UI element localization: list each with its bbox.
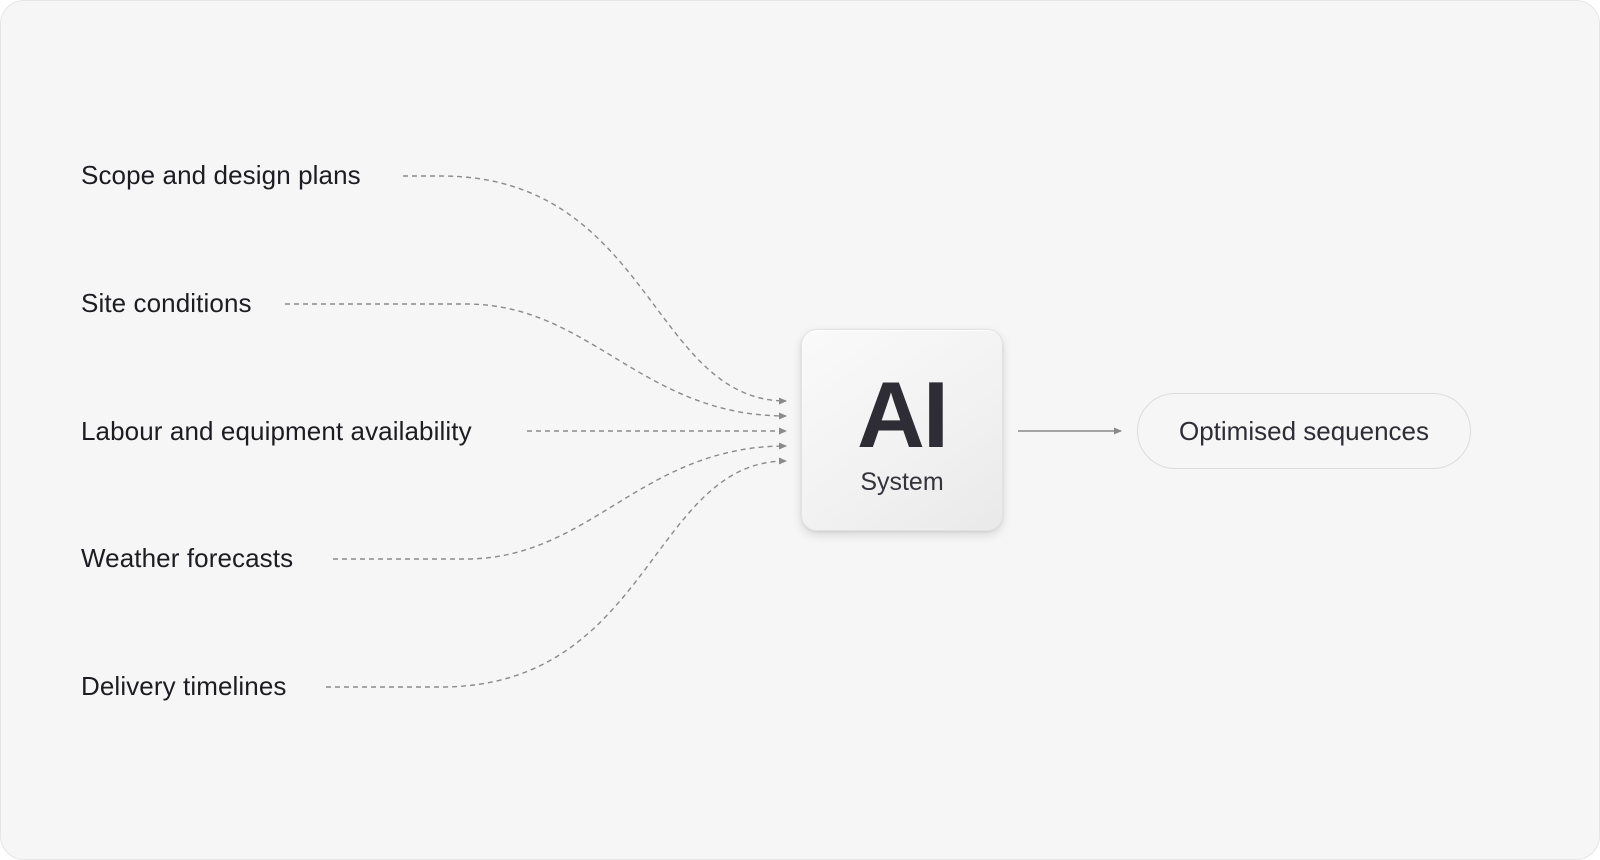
output-pill: Optimised sequences — [1137, 393, 1471, 469]
input-weather-forecasts: Weather forecasts — [81, 543, 294, 573]
connector-weather — [333, 442, 787, 560]
input-labour-equipment: Labour and equipment availability — [81, 416, 472, 446]
input-site-conditions: Site conditions — [81, 288, 252, 318]
input-scope-design-plans: Scope and design plans — [81, 160, 361, 190]
connector-scope — [403, 175, 787, 405]
connector-site — [285, 303, 787, 420]
input-delivery-timelines: Delivery timelines — [81, 671, 287, 701]
ai-system-subtitle: System — [860, 468, 944, 496]
ai-system-title: AI — [857, 362, 949, 467]
connector-delivery — [326, 457, 787, 688]
ai-system-box: AI System — [801, 329, 1003, 531]
output-label: Optimised sequences — [1178, 416, 1430, 446]
